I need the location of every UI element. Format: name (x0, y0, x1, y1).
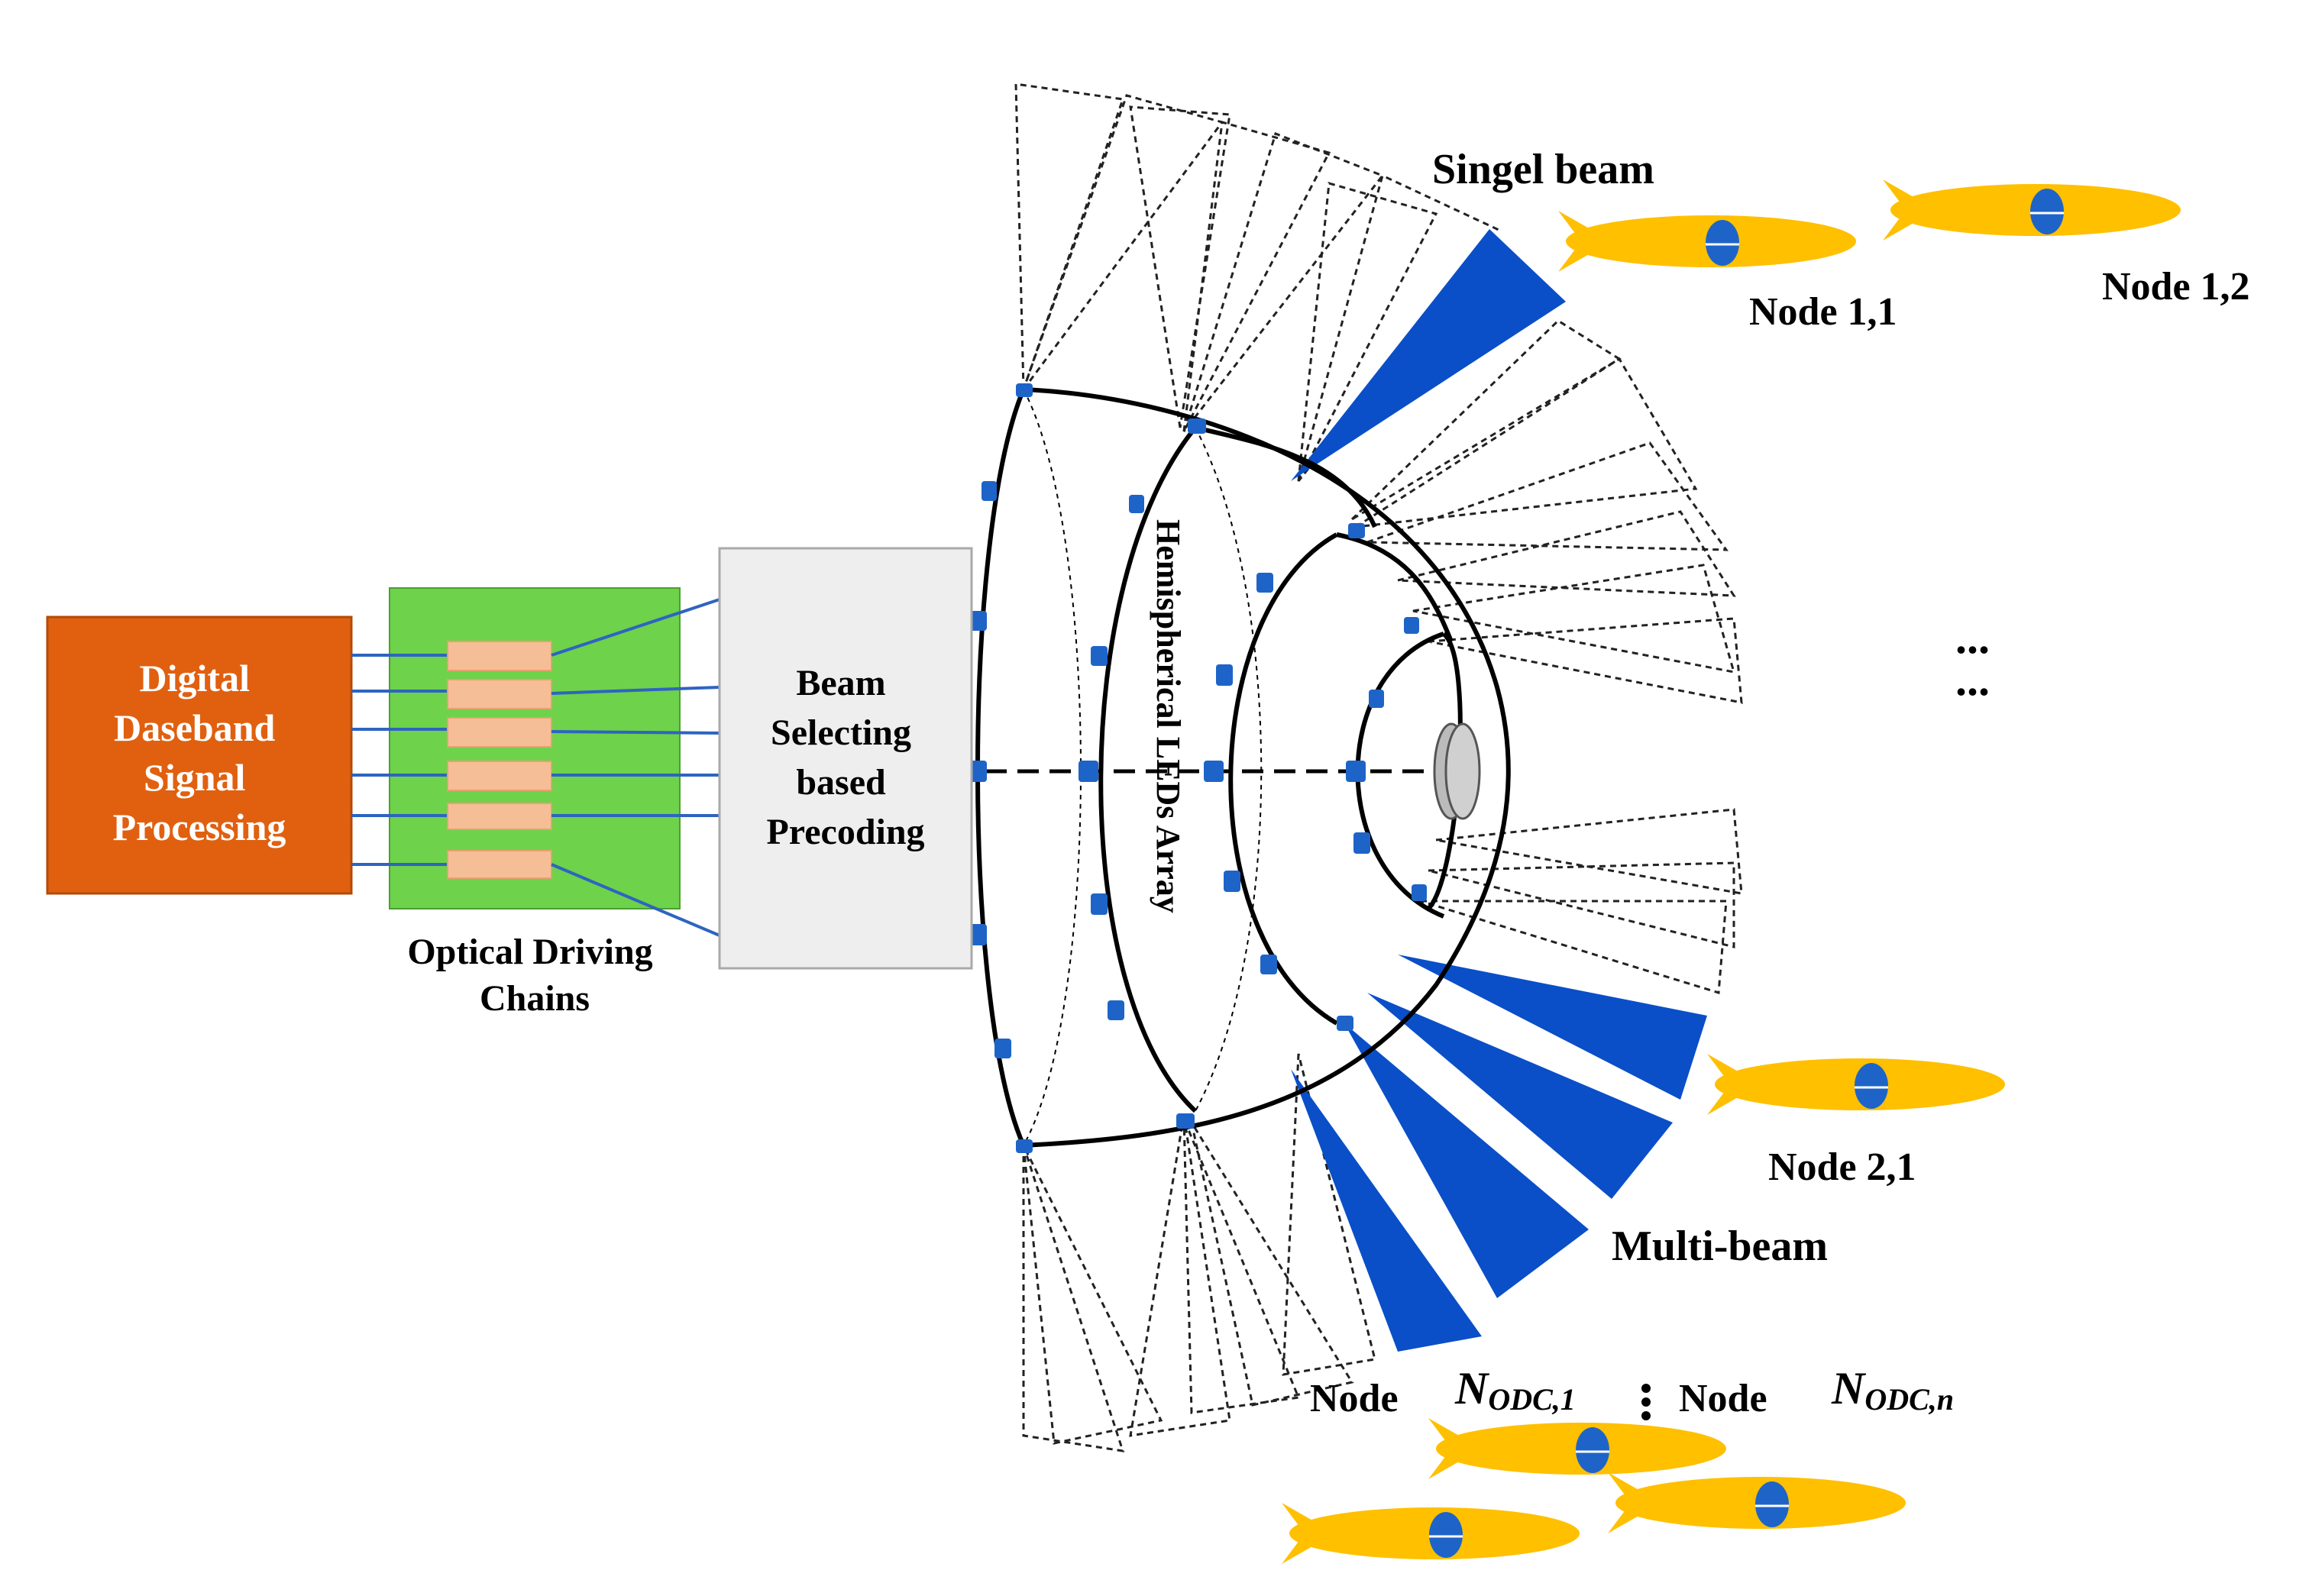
led-square-icon (982, 481, 997, 501)
led-square-icon (1256, 573, 1273, 593)
led-square-icon (1176, 1113, 1195, 1129)
led-square-icon (1369, 690, 1384, 708)
svg-text:Beam Selecting bas: Beam Selecting based Precoding (766, 663, 924, 852)
precoding-line-3: based (796, 762, 886, 803)
odc-caption: Optical Driving Chains (407, 932, 661, 1019)
active-beams (1291, 229, 1707, 1352)
ellipsis-upper: ... (1955, 612, 1990, 663)
led-square-icon (1216, 664, 1233, 686)
dsp-line-1: Digital (140, 657, 251, 699)
led-square-icon (1204, 761, 1224, 782)
node-2-1-label: Node 2,1 (1768, 1145, 1916, 1189)
driving-chain-chip (447, 850, 552, 879)
led-square-icon (1079, 761, 1098, 782)
led-square-icon (1404, 617, 1419, 634)
led-square-icon (1016, 383, 1033, 397)
fish-shaped-node-icon (1557, 209, 1858, 273)
node-1-2-label: Node 1,2 (2102, 265, 2250, 309)
led-square-icon (994, 1039, 1011, 1058)
led-array (969, 383, 1427, 1153)
led-square-icon (1348, 523, 1365, 538)
driving-chain-chip (447, 679, 552, 709)
precoding-block: Beam Selecting based Precoding (718, 547, 973, 970)
led-square-icon (1129, 495, 1144, 513)
led-square-icon (1108, 1000, 1124, 1020)
node-odc-n-symbol: NODC,n (1831, 1363, 1954, 1417)
fish-shaped-node-icon (1427, 1417, 1728, 1481)
fish-shaped-node-icon (1606, 1471, 1907, 1535)
disc-receiver-icon (1433, 722, 1481, 820)
led-square-icon (970, 611, 987, 631)
led-square-icon (1091, 893, 1108, 915)
led-square-icon (1016, 1139, 1033, 1153)
fish-shaped-node-icon (1706, 1052, 2007, 1116)
precoding-line-4: Precoding (766, 812, 924, 852)
multi-beam-active-1 (1398, 955, 1707, 1100)
fish-shaped-node-icon (1881, 178, 2182, 242)
svg-text:Digital Daseband S: Digital Daseband Signal Processing (113, 657, 286, 848)
multi-beam-label: Multi-beam (1612, 1223, 1828, 1270)
led-square-icon (1260, 955, 1277, 974)
odc-caption-line-2: Chains (480, 978, 590, 1019)
led-square-icon (1412, 884, 1427, 901)
driving-chain-chip (447, 641, 552, 671)
single-beam-label: Singel beam (1432, 146, 1654, 193)
precoding-line-1: Beam (796, 663, 885, 703)
driving-chain-chip (447, 803, 552, 830)
node-odc-n-word: Node (1679, 1377, 1767, 1420)
led-square-icon (1091, 646, 1108, 666)
precoding-line-2: Selecting (771, 712, 911, 753)
node-odc-1-main: N (1454, 1363, 1490, 1413)
multi-beam-active-4 (1291, 1069, 1482, 1352)
vertical-ellipsis (1641, 1384, 1651, 1420)
ellipsis-lower: ... (1955, 654, 1990, 705)
led-square-icon (1337, 1016, 1353, 1031)
dsp-line-3: Signal (144, 756, 246, 799)
odc-block (351, 587, 720, 937)
multi-beam-active-3 (1344, 1023, 1589, 1298)
single-beam-active (1291, 229, 1566, 481)
driving-chain-chip (447, 717, 552, 748)
multi-beam-active-2 (1367, 993, 1673, 1199)
led-square-icon (1224, 871, 1240, 892)
dsp-line-2: Daseband (114, 706, 275, 749)
node-odc-1-word: Node (1310, 1377, 1399, 1420)
led-square-icon (969, 761, 987, 782)
node-1-1-label: Node 1,1 (1749, 290, 1897, 334)
node-odc-1-symbol: NODC,1 (1454, 1363, 1576, 1417)
fish-shaped-node-icon (1280, 1501, 1581, 1565)
dsp-block: Digital Daseband Signal Processing (46, 615, 353, 895)
idle-beam-fan (1014, 82, 1743, 1452)
dsp-line-4: Processing (113, 806, 286, 848)
led-square-icon (1353, 832, 1370, 854)
array-label: Hemispherical LEDs Array (1150, 519, 1187, 913)
led-square-icon (970, 924, 987, 945)
node-odc-n-main: N (1831, 1363, 1867, 1413)
led-square-icon (1346, 761, 1366, 782)
odc-caption-line-1: Optical Driving (407, 932, 652, 972)
driving-chain-chip (447, 761, 552, 791)
node-odc-n-sub: ODC,n (1864, 1382, 1954, 1417)
led-square-icon (1188, 418, 1206, 434)
node-odc-1-sub: ODC,1 (1488, 1382, 1575, 1417)
